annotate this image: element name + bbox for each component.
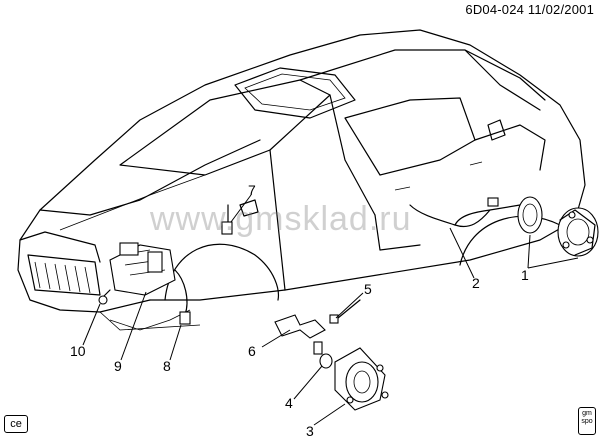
- header-reference: 6D04-024 11/02/2001: [465, 2, 594, 17]
- watermark: www.gmsklad.ru: [150, 200, 412, 238]
- callout-3: 3: [306, 423, 314, 439]
- callout-9: 9: [114, 358, 122, 374]
- part-10-bolt: [98, 295, 108, 305]
- part-2-sensor-harness: [409, 197, 521, 228]
- callout-5: 5: [364, 281, 372, 297]
- ce-badge: ce: [4, 415, 28, 433]
- logo-line-1: gm: [582, 410, 592, 417]
- callout-6: 6: [248, 343, 256, 359]
- part-8-harness: [174, 269, 191, 325]
- callout-4: 4: [285, 395, 293, 411]
- callout-7: 7: [248, 182, 256, 198]
- part-3-front-hub: [334, 347, 389, 411]
- callout-10: 10: [70, 343, 86, 359]
- gm-spo-logo: gm spo: [578, 407, 596, 435]
- part-4-sensor: [313, 341, 333, 369]
- part-5-sensor: [329, 299, 361, 324]
- callout-8: 8: [163, 358, 171, 374]
- part-6-bracket: [274, 314, 326, 339]
- callout-1: 1: [521, 267, 529, 283]
- logo-line-2: spo: [581, 418, 593, 425]
- callout-2: 2: [472, 275, 480, 291]
- part-1-hub-bearing: [517, 196, 599, 257]
- car-body: [17, 29, 586, 331]
- part-7-sensor: [221, 204, 233, 235]
- leader-lines: [82, 194, 579, 426]
- part-9-modulator: [99, 242, 176, 301]
